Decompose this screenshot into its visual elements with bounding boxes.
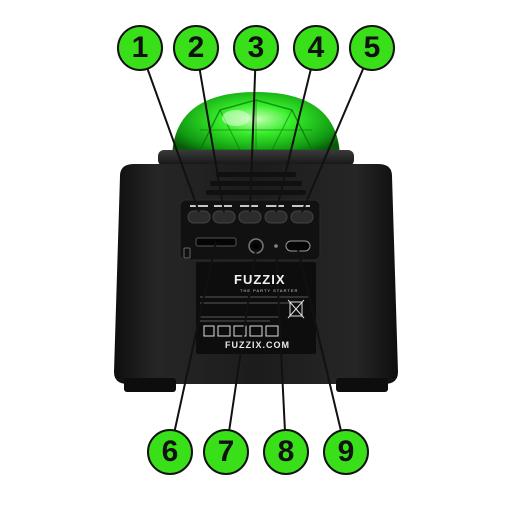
callout-5: 5 xyxy=(349,25,395,71)
weee-bin-icon xyxy=(287,299,305,319)
usb-c-port[interactable] xyxy=(285,240,311,252)
callout-6: 6 xyxy=(147,429,193,475)
website-url: FUZZIX.COM xyxy=(225,340,290,350)
callout-1: 1 xyxy=(117,25,163,71)
aux-port-hole xyxy=(253,243,259,249)
brand-tagline: THE PARTY STARTER xyxy=(240,288,299,293)
callout-2: 2 xyxy=(173,25,219,71)
light-dome xyxy=(172,92,340,160)
callout-8: 8 xyxy=(263,429,309,475)
button-4[interactable] xyxy=(264,210,288,224)
dome-collar xyxy=(158,150,354,166)
callout-3: 3 xyxy=(233,25,279,71)
mic-hole xyxy=(183,247,191,259)
callout-9: 9 xyxy=(323,429,369,475)
button-1[interactable] xyxy=(187,210,211,224)
right-foot xyxy=(336,378,388,392)
leader-lines xyxy=(139,47,373,453)
button-3[interactable] xyxy=(238,210,262,224)
callout-7: 7 xyxy=(203,429,249,475)
rating-label xyxy=(196,262,316,354)
brand-logo: FUZZIX xyxy=(234,272,286,287)
left-foot xyxy=(124,378,176,392)
indicator-led xyxy=(274,244,278,248)
callout-4: 4 xyxy=(293,25,339,71)
button-5[interactable] xyxy=(290,210,314,224)
button-2[interactable] xyxy=(212,210,236,224)
control-buttons xyxy=(187,210,314,224)
